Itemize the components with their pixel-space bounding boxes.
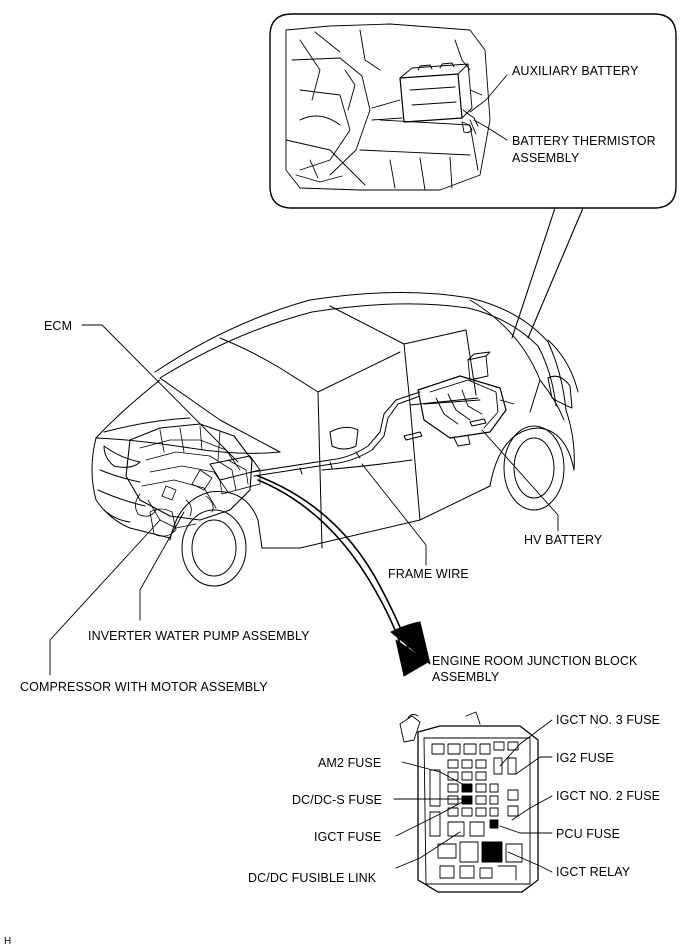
car-body <box>91 291 579 587</box>
battery-thermistor-label-line2: ASSEMBLY <box>512 151 580 165</box>
junction-block-label-line2: ASSEMBLY <box>432 670 500 684</box>
dcdc-fusible-link-label: DC/DC FUSIBLE LINK <box>248 871 377 885</box>
pointer-arrow <box>257 475 431 677</box>
battery-thermistor-label-line1: BATTERY THERMISTOR <box>512 134 656 148</box>
ecm-label: ECM <box>44 319 73 333</box>
callout-box <box>269 13 677 339</box>
igct-fuse-label: IGCT FUSE <box>314 830 382 844</box>
inverter-water-pump-label: INVERTER WATER PUMP ASSEMBLY <box>88 629 310 643</box>
igct-no2-fuse-label: IGCT NO. 2 FUSE <box>556 789 661 803</box>
hv-battery-label: HV BATTERY <box>524 533 603 547</box>
trunk-closeup-drawing <box>285 23 491 191</box>
frame-wire-harness <box>251 391 421 477</box>
ig2-fuse-label: IG2 FUSE <box>556 751 614 765</box>
dcdc-s-fuse-label: DC/DC-S FUSE <box>292 793 383 807</box>
leader-lines-car <box>49 74 559 676</box>
am2-fuse-label: AM2 FUSE <box>318 756 382 770</box>
figure-code: H <box>4 936 12 947</box>
igct-no3-fuse-label: IGCT NO. 3 FUSE <box>556 713 661 727</box>
igct-relay-label: IGCT RELAY <box>556 865 631 879</box>
leader-lines-junction <box>393 719 553 873</box>
pcu-fuse-label: PCU FUSE <box>556 827 621 841</box>
hv-battery <box>417 351 515 447</box>
frame-wire-label: FRAME WIRE <box>388 567 469 581</box>
junction-block-label-line1: ENGINE ROOM JUNCTION BLOCK <box>432 654 638 668</box>
junction-block <box>399 711 539 893</box>
auxiliary-battery-label: AUXILIARY BATTERY <box>512 64 639 78</box>
engine-components <box>125 423 261 537</box>
compressor-label: COMPRESSOR WITH MOTOR ASSEMBLY <box>20 680 268 694</box>
